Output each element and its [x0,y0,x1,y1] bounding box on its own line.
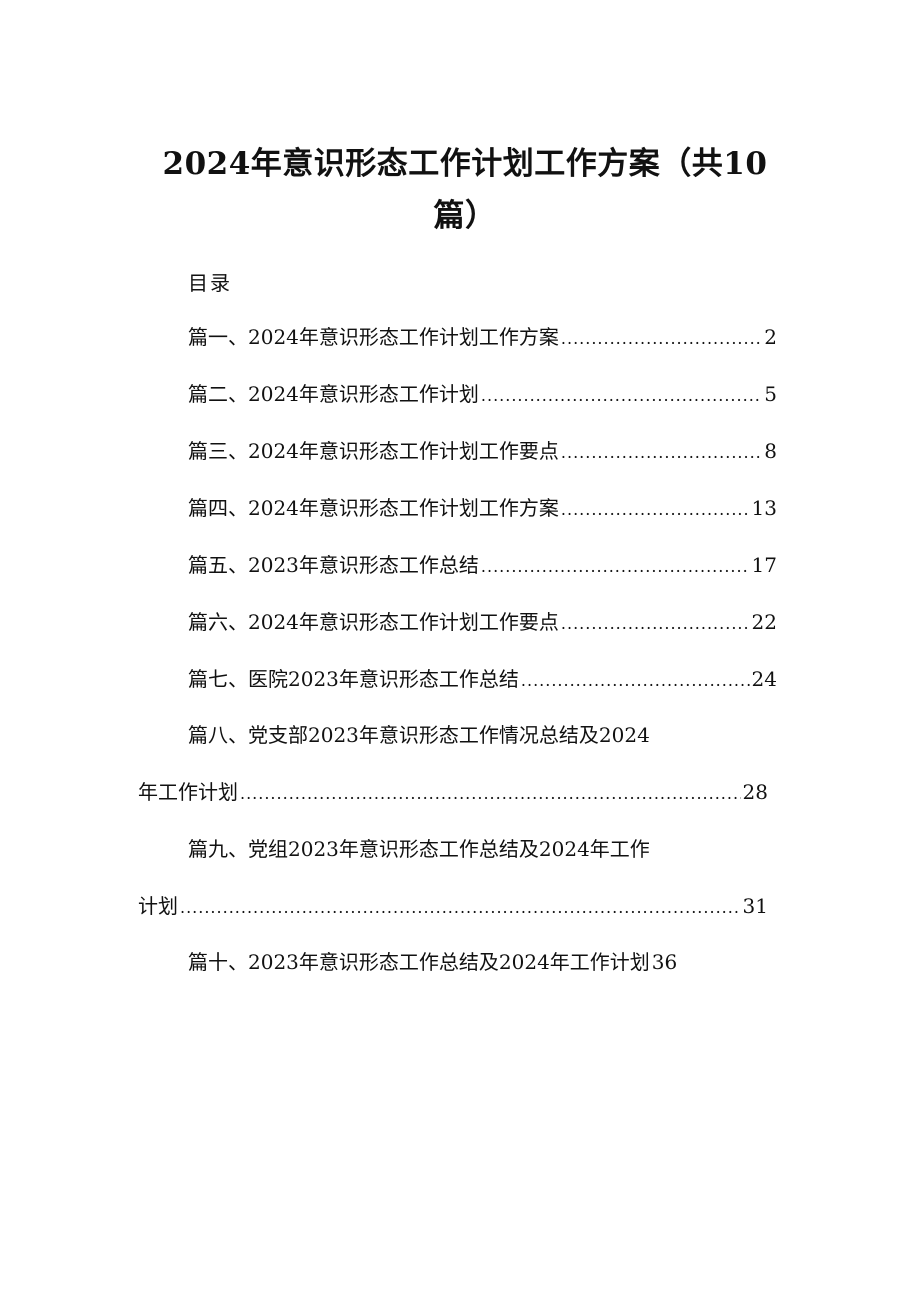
toc-entry-wrapped-line[interactable]: 篇九、党组2023年意识形态工作总结及2024年工作 [188,834,748,864]
toc-entry[interactable]: 篇三、2024年意识形态工作计划工作要点 8 [188,436,777,466]
page-title-line-2: 篇） [433,198,497,234]
toc-dot-leader [561,324,762,352]
toc-entry-title: 篇二、2024年意识形态工作计划 [188,382,479,406]
toc-entry-title: 篇九、党组2023年意识形态工作总结及2024年工作 [188,837,650,861]
toc-entry-title: 篇六、2024年意识形态工作计划工作要点 [188,610,559,634]
toc-dot-leader [521,666,750,694]
toc-dot-leader [481,381,762,409]
toc-dot-leader [561,438,762,466]
toc-entry-title: 篇七、医院2023年意识形态工作总结 [188,667,519,691]
toc-entry-title: 篇四、2024年意识形态工作计划工作方案 [188,496,559,520]
toc-entry-title-continued: 计划 [138,894,178,918]
toc-entry-wrapped-line[interactable]: 篇八、党支部2023年意识形态工作情况总结及2024 [188,720,748,750]
toc-page-number: 5 [764,382,777,406]
toc-entry[interactable]: 篇五、2023年意识形态工作总结 17 [188,550,777,580]
toc-page-number: 36 [651,950,678,974]
toc-entry-continuation[interactable]: 计划 31 [138,891,768,921]
toc-entry[interactable]: 篇七、医院2023年意识形态工作总结 24 [188,664,777,694]
toc-page-number: 8 [764,439,777,463]
toc-page-number: 22 [751,610,777,634]
toc-entry-title: 篇十、2023年意识形态工作总结及2024年工作计划 [188,950,650,974]
toc-entry-continuation[interactable]: 年工作计划 28 [138,777,768,807]
toc-entry[interactable]: 篇十、2023年意识形态工作总结及2024年工作计划 36 [188,947,788,977]
toc-page-number: 17 [751,553,777,577]
toc-entry[interactable]: 篇六、2024年意识形态工作计划工作要点 22 [188,607,777,637]
toc-entry[interactable]: 篇二、2024年意识形态工作计划 5 [188,379,777,409]
toc-entry-title: 篇三、2024年意识形态工作计划工作要点 [188,439,559,463]
toc-page-number: 13 [751,496,777,520]
toc-dot-leader [561,495,750,523]
toc-entry-title: 篇八、党支部2023年意识形态工作情况总结及2024 [188,723,650,747]
toc-dot-leader [561,609,750,637]
toc-page-number: 24 [751,667,777,691]
toc-entry[interactable]: 篇四、2024年意识形态工作计划工作方案 13 [188,493,777,523]
toc-page-number: 31 [742,894,768,918]
toc-dot-leader [240,779,741,807]
toc-dot-leader [481,552,750,580]
toc-page-number: 28 [742,780,768,804]
toc-page-number: 2 [764,325,777,349]
toc-entry-title-continued: 年工作计划 [138,780,238,804]
toc-entry-title: 篇一、2024年意识形态工作计划工作方案 [188,325,559,349]
toc-heading: 目录 [188,271,232,295]
toc-dot-leader [180,893,741,921]
page-title-line-1: 2024年意识形态工作计划工作方案（共10 [162,146,768,182]
page-title: 2024年意识形态工作计划工作方案（共10 篇） [120,138,810,242]
toc-entry[interactable]: 篇一、2024年意识形态工作计划工作方案 2 [188,322,777,352]
toc-entry-title: 篇五、2023年意识形态工作总结 [188,553,479,577]
